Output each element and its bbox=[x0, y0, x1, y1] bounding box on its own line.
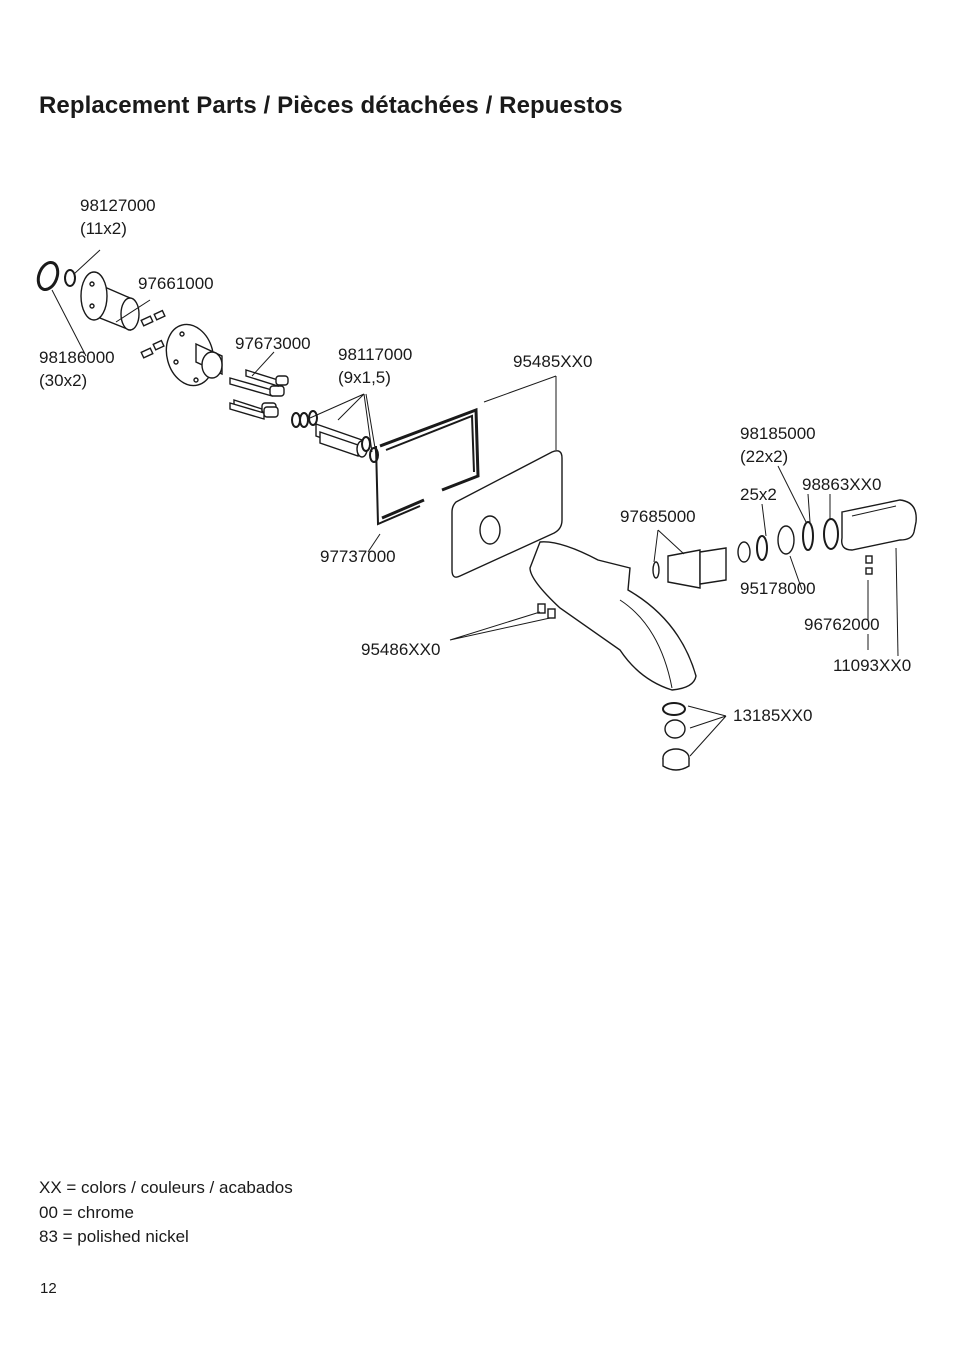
spout-screws bbox=[537, 603, 556, 619]
part-number: 25x2 bbox=[740, 485, 777, 504]
part-label-95486XX0: 95486XX0 bbox=[361, 638, 440, 661]
part-note: (11x2) bbox=[80, 219, 127, 238]
part-number: 95486XX0 bbox=[361, 640, 441, 659]
part-label-98863XX0: 98863XX0 bbox=[802, 473, 881, 496]
leader-lines bbox=[51, 249, 899, 757]
part-label-96762000: 96762000 bbox=[804, 613, 880, 636]
legend-chrome: 00 = chrome bbox=[39, 1202, 134, 1222]
small-screws bbox=[140, 309, 166, 359]
cartridge bbox=[652, 541, 751, 589]
gasket-frame bbox=[375, 407, 480, 526]
part-label-97661000: 97661000 bbox=[138, 272, 214, 295]
seal-rings bbox=[756, 518, 839, 561]
finish-legend: XX = colors / couleurs / acabados 00 = c… bbox=[39, 1176, 293, 1250]
cover-plate bbox=[451, 450, 563, 578]
o-ring-large bbox=[36, 260, 60, 292]
part-note: (22x2) bbox=[740, 447, 789, 466]
part-number: 98186000 bbox=[39, 348, 115, 367]
part-label-97673000: 97673000 bbox=[235, 332, 311, 355]
legend-colors: XX = colors / couleurs / acabados bbox=[39, 1178, 293, 1197]
spout bbox=[529, 541, 697, 691]
part-label-98117000: 98117000 (9x1,5) bbox=[338, 343, 412, 389]
page-title: Replacement Parts / Pièces détachées / R… bbox=[39, 92, 623, 119]
part-number: 95178000 bbox=[740, 579, 816, 598]
page-number: 12 bbox=[40, 1280, 57, 1297]
part-number: 96762000 bbox=[804, 615, 880, 634]
part-number: 98185000 bbox=[740, 424, 816, 443]
part-number: 11093XX0 bbox=[833, 656, 912, 675]
part-label-98185000: 98185000 (22x2) bbox=[740, 422, 816, 468]
part-note: (9x1,5) bbox=[338, 368, 391, 387]
part-label-13185XX0: 13185XX0 bbox=[733, 704, 812, 727]
part-label-95485XX0: 95485XX0 bbox=[513, 350, 592, 373]
o-ring-small bbox=[64, 269, 76, 287]
part-label-11093XX0: 11093XX0 bbox=[833, 654, 911, 677]
long-screws bbox=[229, 369, 289, 420]
part-label-98186000: 98186000 (30x2) bbox=[39, 346, 115, 392]
part-number: 97685000 bbox=[620, 507, 696, 526]
part-number: 13185XX0 bbox=[733, 706, 813, 725]
part-note: (30x2) bbox=[39, 371, 88, 390]
part-number: 98117000 bbox=[338, 345, 413, 364]
part-label-95178000: 95178000 bbox=[740, 577, 816, 600]
valve-body-flange bbox=[80, 271, 140, 332]
part-label-97737000: 97737000 bbox=[320, 545, 396, 568]
part-number: 98863XX0 bbox=[802, 475, 882, 494]
connecting-rods bbox=[291, 410, 379, 463]
part-label-25x2: 25x2 bbox=[740, 483, 777, 506]
legend-polished-nickel: 83 = polished nickel bbox=[39, 1227, 189, 1246]
handle bbox=[841, 499, 917, 575]
part-number: 97661000 bbox=[138, 274, 214, 293]
aerator bbox=[662, 702, 690, 771]
mounting-plate bbox=[165, 323, 223, 387]
part-number: 95485XX0 bbox=[513, 352, 593, 371]
part-number: 97673000 bbox=[235, 334, 311, 353]
part-number: 97737000 bbox=[320, 547, 396, 566]
part-label-98127000: 98127000 (11x2) bbox=[80, 194, 156, 240]
part-number: 98127000 bbox=[80, 196, 156, 215]
part-label-97685000: 97685000 bbox=[620, 505, 696, 528]
